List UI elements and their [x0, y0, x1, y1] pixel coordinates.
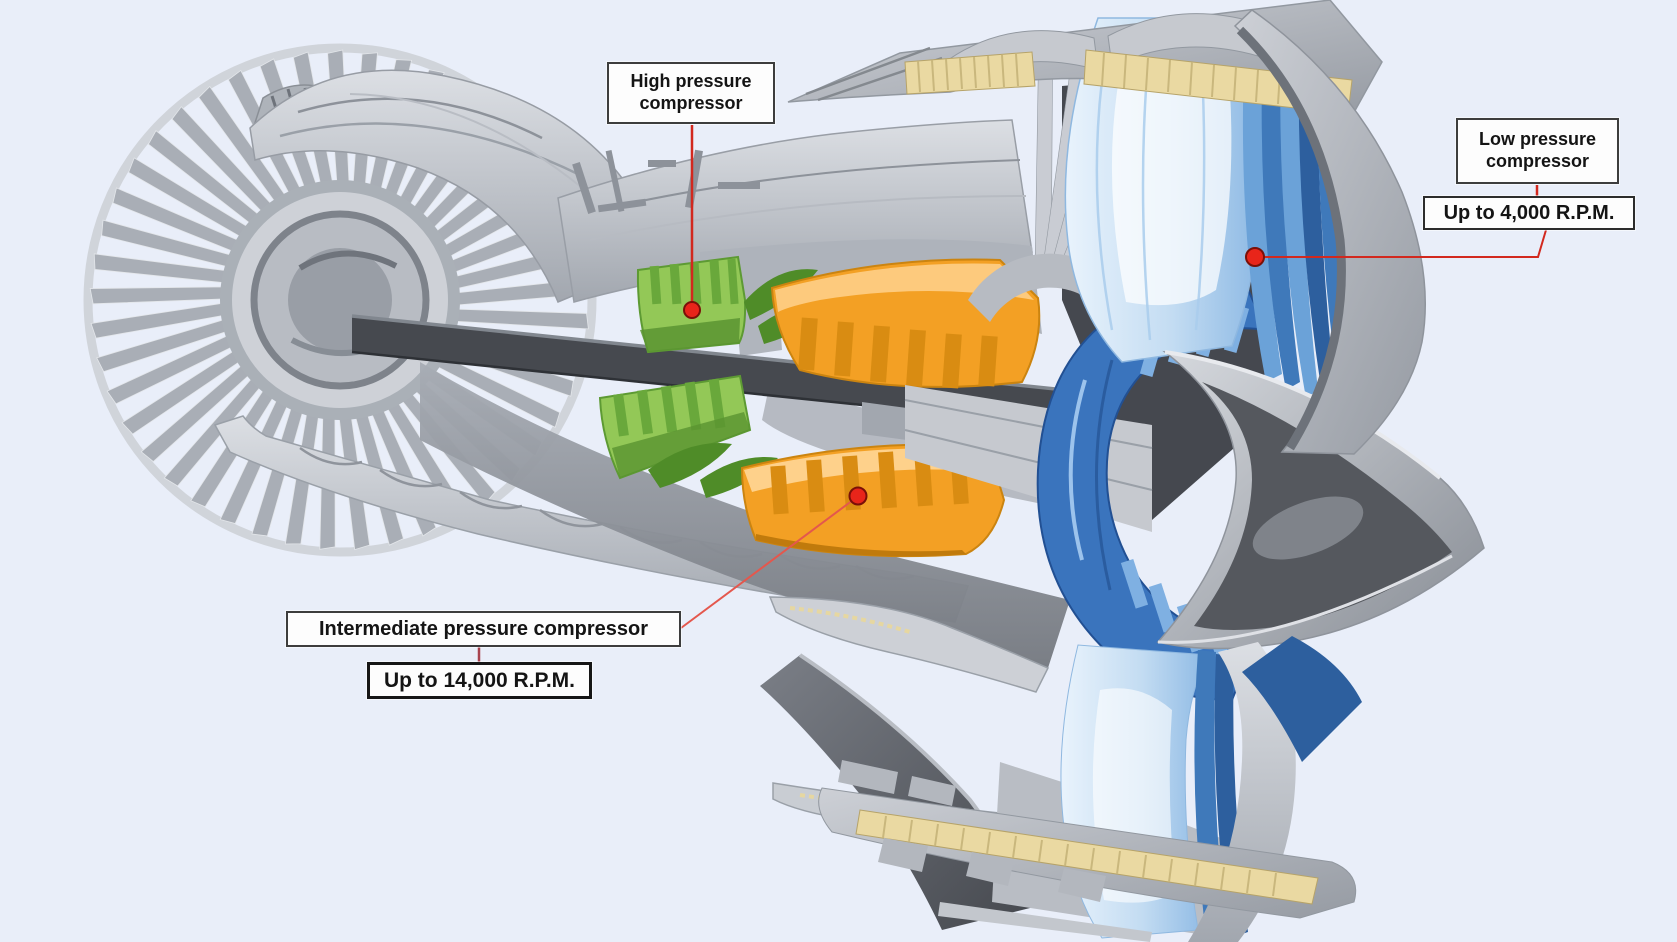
turbine-case — [249, 69, 669, 303]
hp-stator-blades-bottom — [648, 443, 778, 498]
lp-compressor-label: Low pressure compressor — [1456, 118, 1619, 184]
honeycomb-liner-top — [904, 49, 1353, 115]
ip-dot — [848, 486, 868, 506]
ip-rpm-label: Up to 14,000 R.P.M. — [367, 662, 592, 699]
hp-compressor-bottom — [598, 374, 778, 498]
ip-connector-line — [680, 499, 854, 629]
ip-compressor-label: Intermediate pressure compressor — [286, 611, 681, 647]
ip-compressor-top — [770, 258, 1041, 389]
hp-stator-blades-top — [744, 269, 838, 344]
lp-connector-line — [1264, 229, 1547, 258]
nacelle-right-ring — [1233, 9, 1426, 455]
nacelle-top — [787, 0, 1383, 117]
casing-pipes — [572, 149, 760, 214]
honeycomb-liner-bottom — [855, 809, 1319, 905]
core-lower-casing — [420, 362, 1070, 668]
nacelle-bottom — [818, 760, 1357, 942]
fan-blade-upper — [1064, 17, 1261, 363]
lp-rpm-label: Up to 4,000 R.P.M. — [1423, 196, 1635, 230]
fan-section — [904, 17, 1485, 942]
lp-dot — [1245, 247, 1265, 267]
hp-compressor-label: High pressure compressor — [607, 62, 775, 124]
spinner-cone — [1156, 350, 1485, 650]
core-upper-casing — [557, 119, 1033, 303]
callout-connectors — [477, 125, 1547, 662]
hp-dot — [683, 301, 701, 319]
